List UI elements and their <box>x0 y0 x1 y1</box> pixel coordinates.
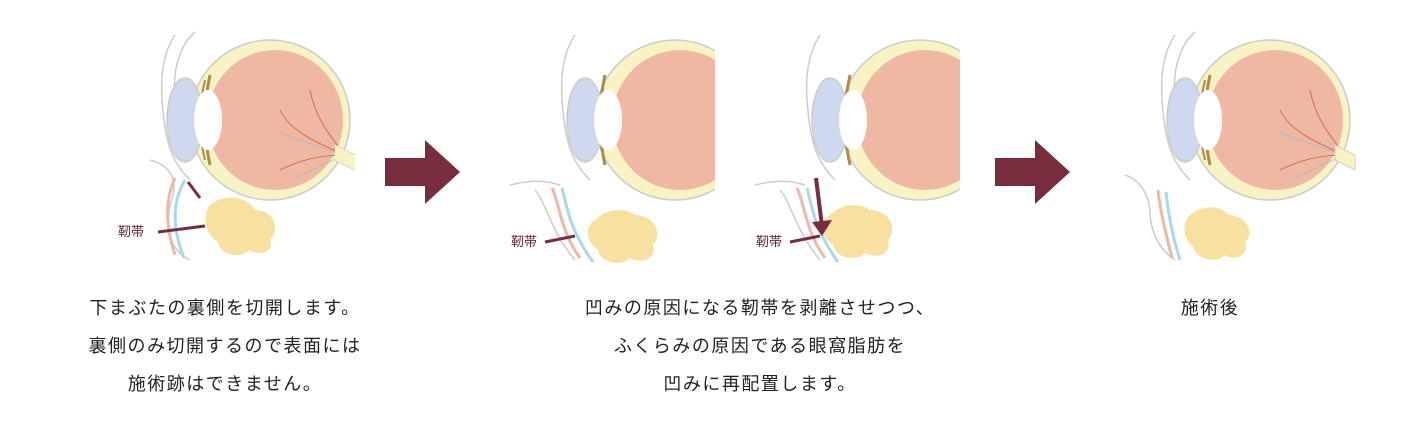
caption-line: ふくらみの原因である眼窩脂肪を <box>613 336 907 357</box>
caption-line: 凹みに再配置します。 <box>663 374 857 395</box>
caption-line: 凹みの原因になる靭帯を剥離させつつ、 <box>584 298 936 319</box>
caption-line: 施術跡はできません。 <box>127 374 323 395</box>
caption-step-2: 凹みの原因になる靭帯を剥離させつつ、 ふくらみの原因である眼窩脂肪を 凹みに再配… <box>530 290 990 404</box>
eye-diagram-step-2b: 靭帯 <box>750 30 960 270</box>
caption-step-3: 施術後 <box>1140 290 1280 328</box>
caption-line: 下まぶたの裏側を切開します。 <box>89 298 361 319</box>
eye-diagram-step-1: 靭帯 <box>110 30 360 270</box>
caption-line: 施術後 <box>1180 298 1240 319</box>
ligament-label-2b: 靭帯 <box>756 235 782 250</box>
step-arrow-1 <box>385 140 460 208</box>
step-arrow-2 <box>995 140 1070 208</box>
eye-diagram-step-2a: 靭帯 <box>505 30 715 270</box>
ligament-label-2a: 靭帯 <box>511 235 537 250</box>
ligament-label-1: 靭帯 <box>118 225 144 240</box>
caption-line: 裏側のみ切開するので表面には <box>88 336 362 357</box>
eye-diagram-step-3 <box>1110 30 1360 270</box>
caption-step-1: 下まぶたの裏側を切開します。 裏側のみ切開するので表面には 施術跡はできません。 <box>55 290 395 404</box>
